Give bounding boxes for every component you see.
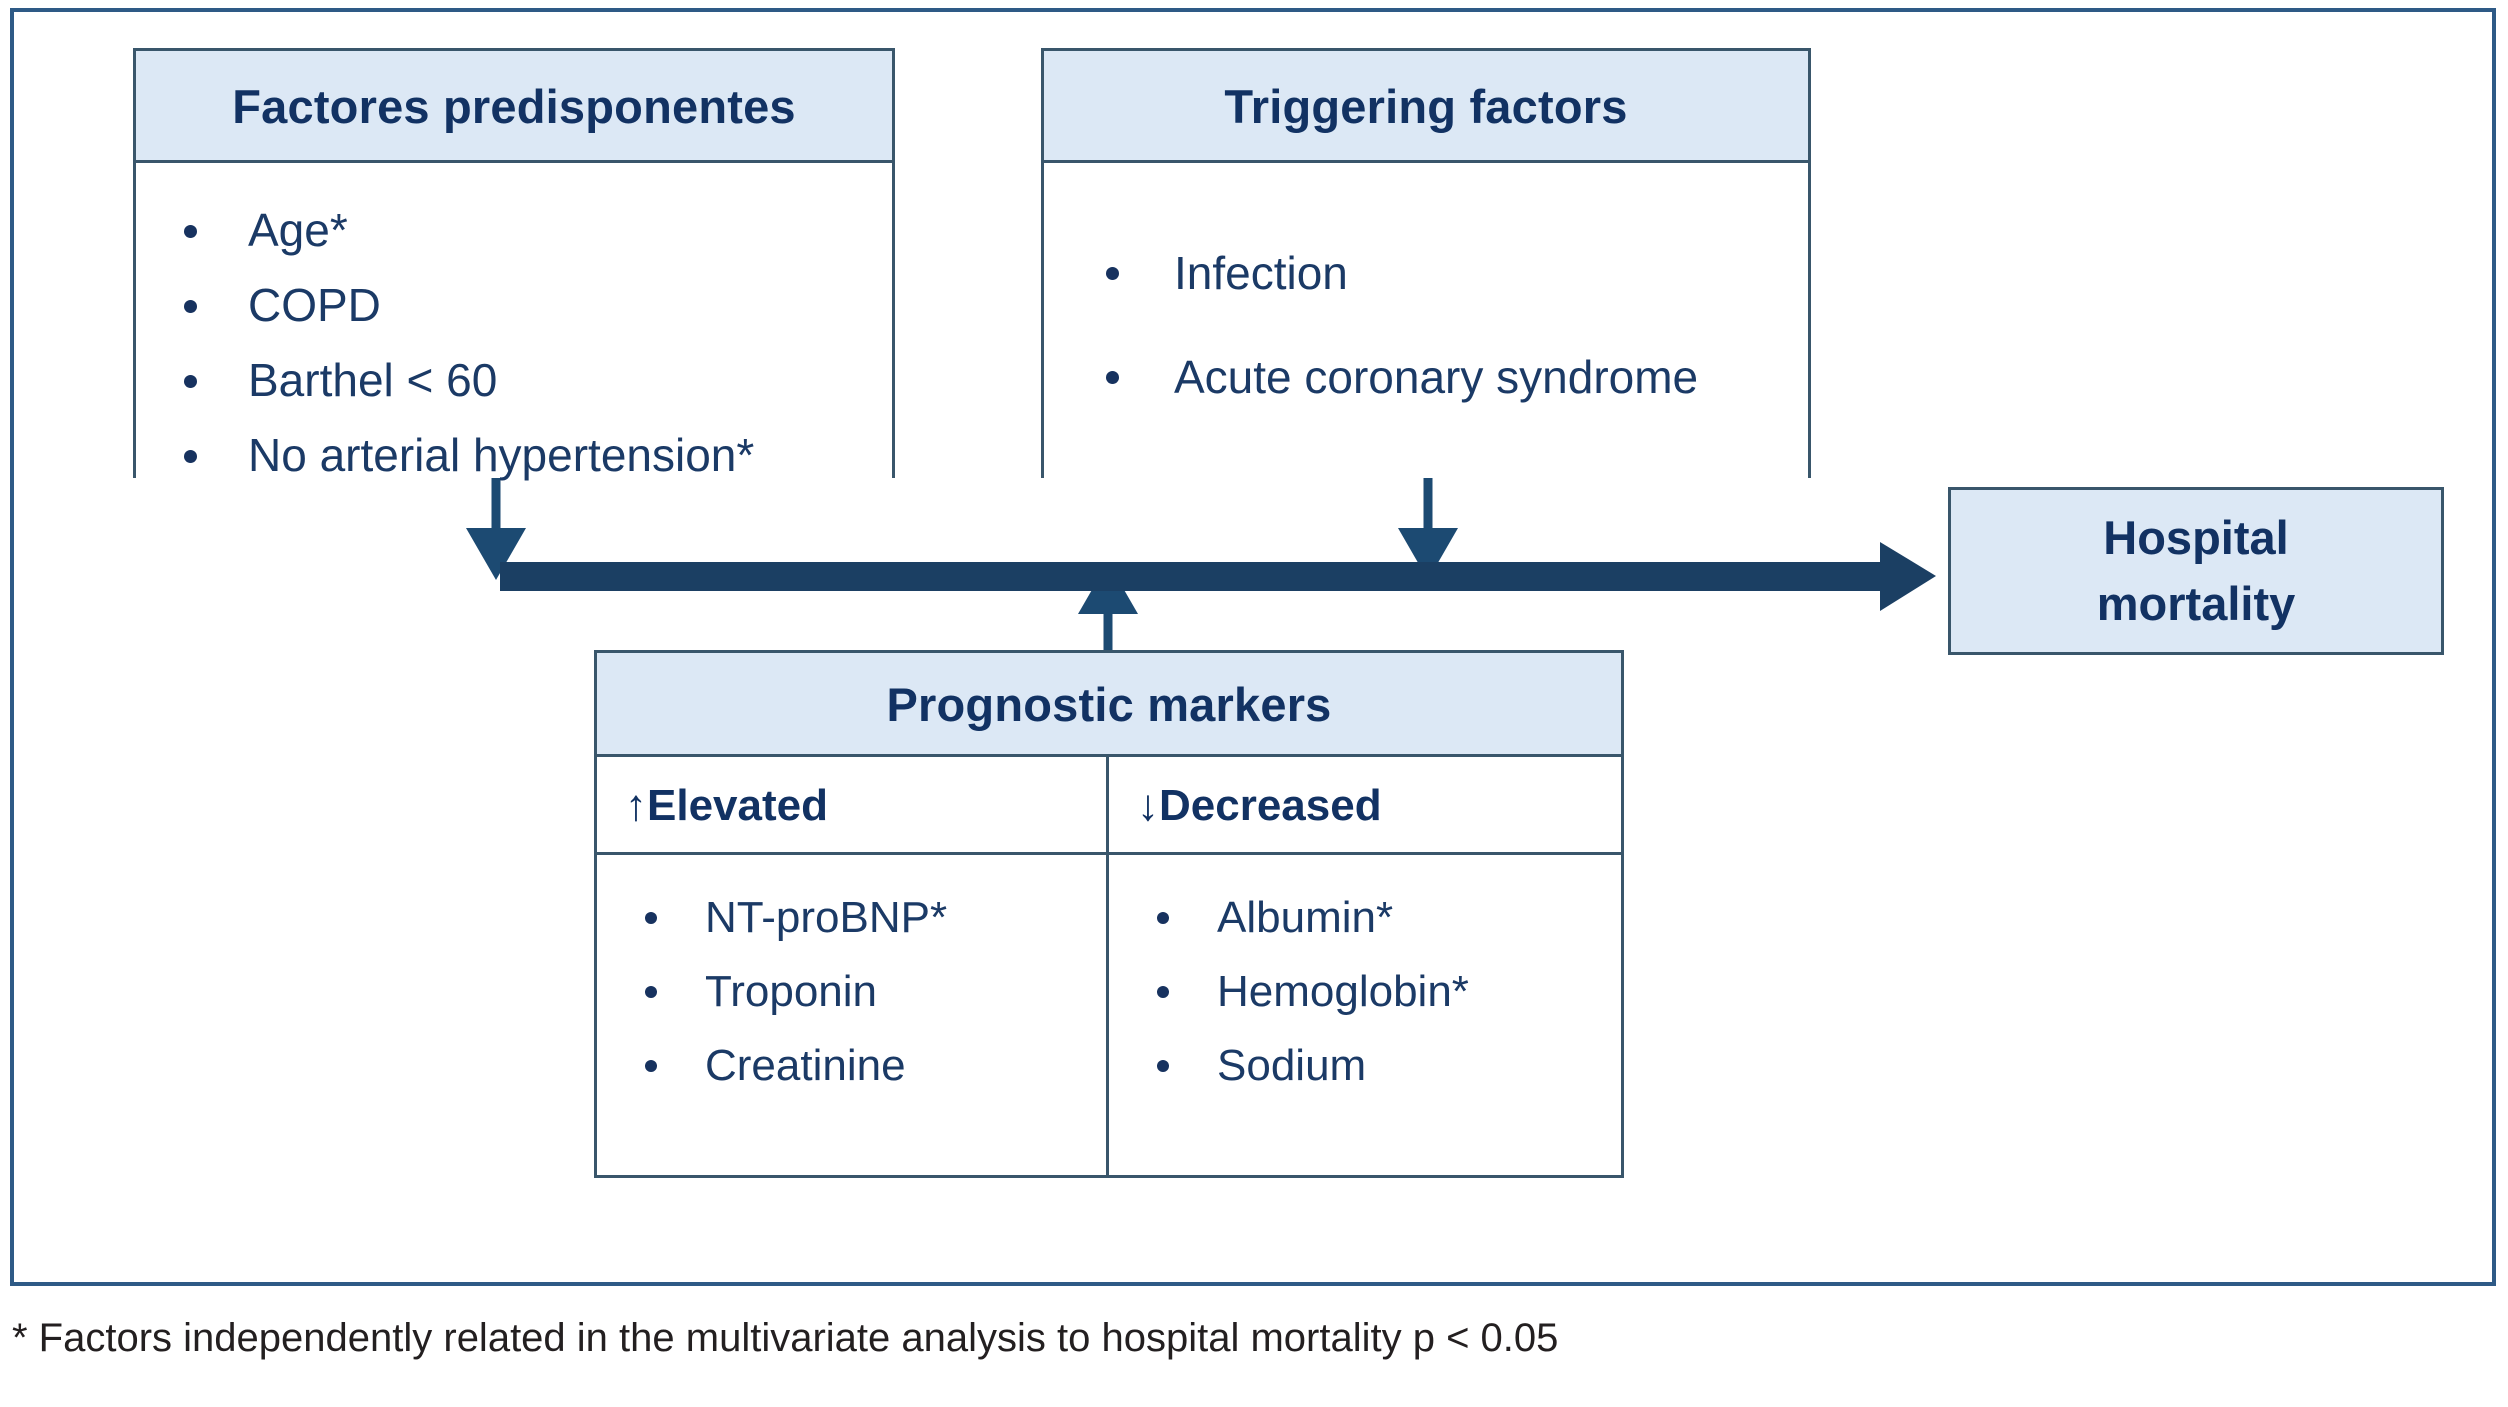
hospital-mortality-label: Hospital mortality	[2097, 505, 2296, 637]
list-item: COPD	[136, 268, 892, 343]
list-item-label: NT-proBNP*	[705, 893, 948, 942]
predisposing-factors-body: Age* COPD Barthel < 60 No arterial hyper…	[136, 163, 892, 481]
hospital-mortality-box: Hospital mortality	[1948, 487, 2444, 655]
bullet-icon	[184, 375, 197, 388]
list-item-label: Barthel < 60	[248, 354, 498, 406]
list-item: Creatinine	[597, 1029, 1106, 1103]
elevated-markers-list: NT-proBNP* Troponin Creatinine	[597, 881, 1106, 1103]
list-item: Age*	[136, 193, 892, 268]
list-item: NT-proBNP*	[597, 881, 1106, 955]
list-item: No arterial hypertension*	[136, 418, 892, 493]
triggering-factors-box: Triggering factors Infection Acute coron…	[1041, 48, 1811, 478]
bullet-icon	[1157, 912, 1169, 924]
list-item: Sodium	[1109, 1029, 1621, 1103]
bullet-icon	[645, 986, 657, 998]
triggering-factors-list: Infection Acute coronary syndrome	[1044, 221, 1808, 429]
triggering-factors-body: Infection Acute coronary syndrome	[1044, 163, 1808, 478]
predisposing-factors-title: Factores predisponentes	[136, 51, 892, 163]
bullet-icon	[184, 300, 197, 313]
list-item: Acute coronary syndrome	[1044, 325, 1808, 429]
bullet-icon	[1106, 371, 1119, 384]
list-item-label: Albumin*	[1217, 893, 1394, 942]
elevated-column-label: Elevated	[647, 781, 828, 830]
list-item: Albumin*	[1109, 881, 1621, 955]
list-item: Troponin	[597, 955, 1106, 1029]
prognostic-markers-title: Prognostic markers	[597, 653, 1621, 757]
list-item-label: COPD	[248, 279, 381, 331]
list-item-label: Hemoglobin*	[1217, 967, 1469, 1016]
decreased-column-header: ↓Decreased	[1109, 757, 1621, 855]
bullet-icon	[645, 1060, 657, 1072]
decreased-markers-column: ↓Decreased Albumin* Hemoglobin*	[1109, 757, 1621, 1178]
list-item-label: Troponin	[705, 967, 878, 1016]
hospital-mortality-line-2: mortality	[2096, 577, 2296, 630]
list-item-label: Acute coronary syndrome	[1174, 351, 1699, 403]
list-item-label: Sodium	[1217, 1041, 1367, 1090]
bullet-icon	[184, 450, 197, 463]
bullet-icon	[1106, 267, 1119, 280]
hospital-mortality-line-1: Hospital	[2103, 511, 2289, 564]
bullet-icon	[1157, 986, 1169, 998]
elevated-markers-body: NT-proBNP* Troponin Creatinine	[597, 855, 1106, 1103]
prognostic-markers-box: Prognostic markers ↑Elevated NT-proBNP* …	[594, 650, 1624, 1178]
predisposing-factors-list: Age* COPD Barthel < 60 No arterial hyper…	[136, 193, 892, 493]
list-item: Hemoglobin*	[1109, 955, 1621, 1029]
prognostic-markers-table: ↑Elevated NT-proBNP* Troponin	[597, 757, 1621, 1178]
figure-footnote: * Factors independently related in the m…	[12, 1316, 1559, 1360]
list-item: Barthel < 60	[136, 343, 892, 418]
list-item-label: Infection	[1174, 247, 1348, 299]
elevated-column-header: ↑Elevated	[597, 757, 1106, 855]
elevated-markers-column: ↑Elevated NT-proBNP* Troponin	[597, 757, 1109, 1178]
list-item-label: Age*	[248, 204, 348, 256]
list-item-label: Creatinine	[705, 1041, 906, 1090]
bullet-icon	[184, 225, 197, 238]
decreased-markers-list: Albumin* Hemoglobin* Sodium	[1109, 881, 1621, 1103]
decreased-column-label: Decreased	[1159, 781, 1382, 830]
arrow-up-icon: ↑	[625, 781, 647, 830]
bullet-icon	[645, 912, 657, 924]
arrow-down-icon: ↓	[1137, 781, 1159, 830]
bullet-icon	[1157, 1060, 1169, 1072]
predisposing-factors-box: Factores predisponentes Age* COPD Barthe…	[133, 48, 895, 481]
triggering-factors-title: Triggering factors	[1044, 51, 1808, 163]
list-item-label: No arterial hypertension*	[248, 429, 755, 481]
decreased-markers-body: Albumin* Hemoglobin* Sodium	[1109, 855, 1621, 1103]
list-item: Infection	[1044, 221, 1808, 325]
